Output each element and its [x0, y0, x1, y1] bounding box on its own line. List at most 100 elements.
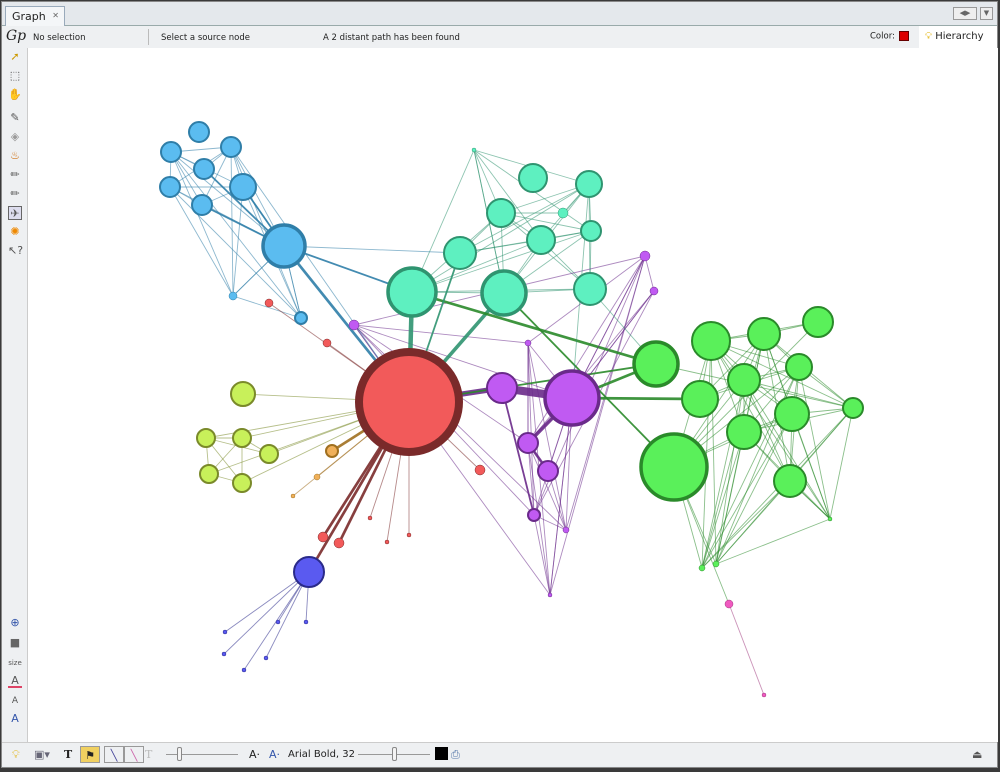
graph-node-green[interactable] — [691, 321, 731, 361]
graph-node-indigo[interactable] — [222, 629, 228, 635]
graph-node-green[interactable] — [802, 306, 834, 338]
graph-node-purple[interactable] — [639, 250, 651, 262]
size-icon[interactable]: ◈ — [10, 130, 20, 143]
edge-labels-icon[interactable]: ⚑ — [80, 746, 100, 763]
graph-node-teal[interactable] — [443, 236, 477, 270]
graph-node-blue[interactable] — [228, 291, 238, 301]
graph-node-pink[interactable] — [761, 692, 767, 698]
graph-node-green[interactable] — [727, 363, 761, 397]
graph-node-purple[interactable] — [527, 508, 541, 522]
graph-node-blue[interactable] — [193, 158, 215, 180]
graph-canvas[interactable] — [28, 48, 998, 742]
scroll-tabs-button[interactable]: ◀▶ — [953, 7, 977, 20]
graph-node-indigo[interactable] — [275, 619, 281, 625]
background-color-icon[interactable]: ■ — [9, 636, 21, 649]
label-size-icon[interactable]: A — [11, 696, 19, 706]
graph-node-green[interactable] — [747, 317, 781, 351]
select-arrow-icon[interactable]: ➚ — [10, 50, 20, 63]
graph-node-purple[interactable] — [537, 460, 559, 482]
graph-node-orange[interactable] — [290, 493, 296, 499]
graph-node-red[interactable] — [367, 515, 373, 521]
graph-node-purple[interactable] — [649, 286, 659, 296]
graph-node-lime[interactable] — [259, 444, 279, 464]
edge-color-icon[interactable]: ╲ — [124, 746, 144, 763]
graph-node-green[interactable] — [726, 414, 762, 450]
graph-node-blue[interactable] — [159, 176, 181, 198]
graph-node-green[interactable] — [632, 340, 680, 388]
edit-help-icon[interactable]: ↖? — [8, 244, 24, 257]
rectangle-select-icon[interactable]: ⬚ — [9, 69, 21, 82]
close-icon[interactable]: ✕ — [52, 11, 59, 20]
graph-node-teal[interactable] — [580, 220, 602, 242]
graph-node-green[interactable] — [785, 353, 813, 381]
graph-node-indigo[interactable] — [263, 655, 269, 661]
edge-pencil-icon[interactable]: ✏ — [10, 168, 20, 181]
graph-node-indigo[interactable] — [293, 556, 325, 588]
graph-node-red[interactable] — [322, 338, 332, 348]
label-color-icon[interactable]: A — [8, 674, 22, 688]
graph-node-red[interactable] — [474, 464, 486, 476]
font-color-icon[interactable]: A· — [269, 748, 281, 761]
graph-node-green[interactable] — [774, 396, 810, 432]
painter-icon[interactable]: ✎ — [10, 111, 20, 124]
hierarchy-button[interactable]: 💡︎ Hierarchy — [919, 26, 997, 48]
graph-node-pink[interactable] — [724, 599, 734, 609]
graph-node-blue[interactable] — [220, 136, 242, 158]
graph-node-lime[interactable] — [232, 473, 252, 493]
label-font-icon[interactable]: A — [11, 712, 19, 725]
graph-node-red[interactable] — [333, 537, 345, 549]
size-label[interactable]: size — [8, 659, 22, 667]
graph-node-blue[interactable] — [294, 311, 308, 325]
tab-menu-button[interactable]: ▼ — [980, 7, 993, 20]
graph-node-red[interactable] — [264, 298, 274, 308]
collapse-icon[interactable]: ⏏ — [972, 748, 983, 761]
show-labels-icon[interactable]: T — [64, 748, 73, 761]
graph-node-red[interactable] — [317, 531, 329, 543]
graph-node-teal[interactable] — [573, 272, 607, 306]
graph-node-green[interactable] — [712, 560, 720, 568]
graph-node-purple[interactable] — [547, 592, 553, 598]
graph-node-teal[interactable] — [486, 198, 516, 228]
graph-node-blue[interactable] — [191, 194, 213, 216]
graph-node-lime[interactable] — [232, 428, 252, 448]
graph-node-orange[interactable] — [313, 473, 321, 481]
label-color-swatch[interactable] — [435, 747, 448, 760]
graph-node-indigo[interactable] — [221, 651, 227, 657]
diffusion-icon[interactable]: ✺ — [10, 225, 20, 238]
graph-node-teal[interactable] — [471, 147, 477, 153]
graph-node-purple[interactable] — [348, 319, 360, 331]
color-swatch[interactable] — [898, 31, 909, 41]
color-picker[interactable]: Color: — [870, 31, 909, 42]
graph-node-red[interactable] — [384, 539, 390, 545]
screenshot-icon[interactable]: ▣▾ — [34, 748, 50, 761]
graph-node-purple[interactable] — [543, 369, 601, 427]
graph-node-green[interactable] — [681, 380, 719, 418]
graph-node-teal[interactable] — [480, 269, 528, 317]
show-edges-icon[interactable]: ╲ — [104, 746, 124, 763]
graph-node-green[interactable] — [698, 564, 706, 572]
graph-node-red[interactable] — [406, 532, 412, 538]
graph-node-green[interactable] — [827, 516, 833, 522]
graph-node-green[interactable] — [639, 432, 709, 502]
font-selector[interactable]: Arial Bold, 32 — [288, 749, 356, 760]
drag-hand-icon[interactable]: ✋ — [8, 88, 22, 101]
font-size-icon[interactable]: A· — [249, 748, 261, 761]
graph-node-lime[interactable] — [196, 428, 216, 448]
tab-graph[interactable]: Graph✕ — [5, 6, 65, 26]
graph-node-orange[interactable] — [325, 444, 339, 458]
graph-node-blue[interactable] — [229, 173, 257, 201]
heat-map-icon[interactable]: ♨ — [10, 149, 20, 162]
graph-node-teal[interactable] — [386, 266, 438, 318]
settings-icon[interactable]: ⎙ — [451, 748, 460, 761]
graph-node-purple[interactable] — [524, 339, 532, 347]
graph-node-lime[interactable] — [230, 381, 256, 407]
graph-node-indigo[interactable] — [241, 667, 247, 673]
slider-knob[interactable] — [392, 747, 397, 761]
edge-scale-slider[interactable] — [166, 754, 238, 755]
graph-node-green[interactable] — [842, 397, 864, 419]
node-pencil-icon[interactable]: ✏ — [10, 187, 20, 200]
graph-node-lime[interactable] — [199, 464, 219, 484]
graph-node-teal[interactable] — [526, 225, 556, 255]
graph-node-green[interactable] — [773, 464, 807, 498]
